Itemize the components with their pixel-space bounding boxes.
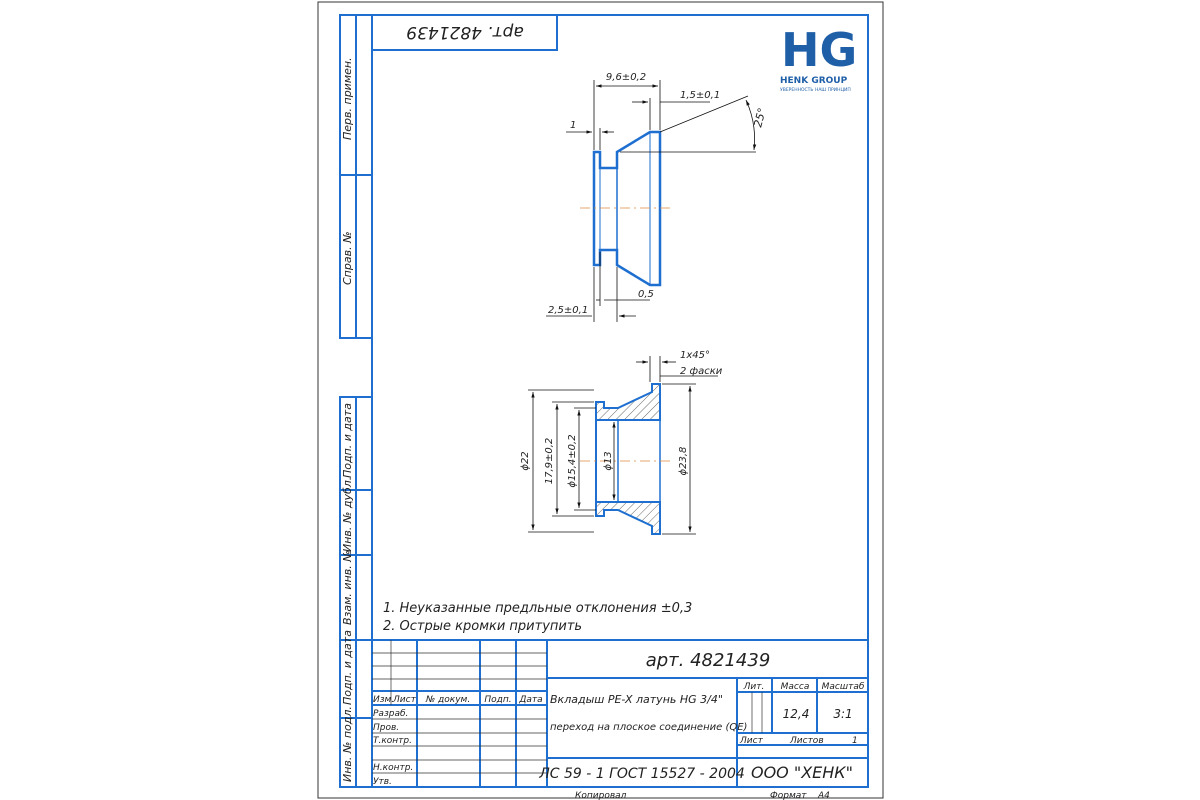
side-label-vzam-inv: Взам. инв. № — [341, 550, 354, 625]
col-docum: № докум. — [425, 695, 470, 705]
dim-phi23-8: ϕ23,8 — [678, 447, 689, 476]
dim-0-5: 0,5 — [638, 289, 654, 300]
dim-angle-25: 25° — [751, 106, 769, 128]
dim-9-6: 9,6±0,2 — [606, 72, 646, 83]
row-tkontr: Т.контр. — [373, 736, 412, 746]
row-nkontr: Н.контр. — [373, 763, 413, 773]
dim-1-5: 1,5±0,1 — [680, 90, 720, 101]
col-data: Дата — [518, 695, 542, 705]
logo-name: HENK GROUP — [780, 76, 848, 86]
title-block-grid — [372, 640, 763, 774]
masshtab-value: 3:1 — [833, 707, 852, 721]
side-label-perv-primen: Перв. примен. — [341, 57, 354, 140]
label-list: Лист — [739, 736, 764, 746]
dim-1: 1 — [570, 120, 576, 131]
henk-group-logo: HG HENK GROUP УВЕРЕННОСТЬ НАШ ПРИНЦИП — [780, 23, 857, 93]
dim-2-5: 2,5±0,1 — [548, 305, 588, 316]
note-1: 1. Неуказанные предльные отклонения ±0,3 — [383, 601, 692, 616]
label-listov: Листов — [789, 736, 824, 746]
outer-frame — [317, 1, 884, 799]
side-label-inv-podl: Инв. № подл. — [341, 706, 354, 782]
dim-chamfer: 1х45° — [680, 350, 710, 361]
part-name-line2: переход на плоское соединение (QE) — [550, 722, 747, 733]
label-lit: Лит. — [743, 682, 765, 692]
side-label-podp-data-2: Подп. и дата — [341, 630, 354, 705]
dim-phi22: ϕ22 — [520, 451, 531, 470]
main-frame — [339, 14, 869, 788]
dim-chamfer-note: 2 фаски — [680, 366, 723, 377]
col-podp: Подп. — [484, 695, 511, 705]
part-name-line1: Вкладыш PE-X латунь HG 3/4" — [550, 693, 723, 706]
dim-phi13: ϕ13 — [603, 451, 614, 470]
col-list: Лист — [392, 695, 417, 705]
side-profile-dimensions — [546, 80, 757, 322]
dim-phi15-4: ϕ15,4±0,2 — [567, 434, 578, 487]
massa-value: 12,4 — [783, 707, 810, 721]
format-value: А4 — [817, 791, 830, 800]
dim-17-9: 17,9±0,2 — [544, 438, 555, 485]
title-article: арт. 4821439 — [646, 650, 771, 671]
side-label-inv-dubl: Инв. № дубл. — [341, 477, 354, 552]
side-profile-view — [580, 130, 672, 287]
logo-tagline: УВЕРЕННОСТЬ НАШ ПРИНЦИП — [780, 87, 851, 93]
logo-letters: HG — [781, 23, 857, 77]
row-razrab: Разраб. — [373, 709, 408, 719]
label-kopiroval: Копировал — [575, 791, 627, 800]
section-dimensions — [528, 356, 718, 535]
side-label-sprav-no: Справ. № — [341, 231, 354, 285]
material-spec: ЛС 59 - 1 ГОСТ 15527 - 2004 — [538, 766, 745, 782]
section-view — [580, 383, 672, 535]
side-label-podp-data-1: Подп. и дата — [341, 403, 354, 478]
label-massa: Масса — [781, 682, 810, 692]
label-masshtab: Масштаб — [822, 682, 865, 692]
note-2: 2. Острые кромки притупить — [383, 619, 582, 634]
col-izm: Изм. — [373, 695, 394, 705]
row-prov: Пров. — [373, 723, 399, 733]
label-format: Формат — [770, 791, 807, 800]
row-utv: Утв. — [373, 777, 392, 787]
listov-value: 1 — [852, 736, 858, 746]
top-article-number: арт. 4821439 — [406, 22, 524, 42]
company-name: ООО "ХЕНК" — [751, 763, 853, 782]
